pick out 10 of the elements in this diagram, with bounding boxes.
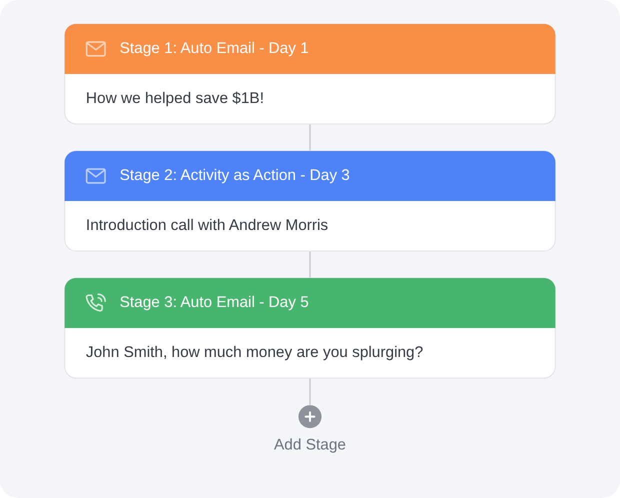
connector — [309, 124, 311, 151]
add-stage-caption: Add Stage — [274, 436, 346, 456]
stage-title: Stage 1: Auto Email - Day 1 — [120, 39, 309, 59]
stage-description: How we helped save $1B! — [86, 89, 264, 109]
connector — [309, 378, 311, 406]
stage-description: Introduction call with Andrew Morris — [86, 216, 328, 236]
connector — [309, 251, 311, 278]
stage-title: Stage 3: Auto Email - Day 5 — [120, 293, 309, 313]
stage-title: Stage 2: Activity as Action - Day 3 — [120, 166, 350, 186]
stage-description: John Smith, how much money are you splurging? — [86, 343, 424, 363]
